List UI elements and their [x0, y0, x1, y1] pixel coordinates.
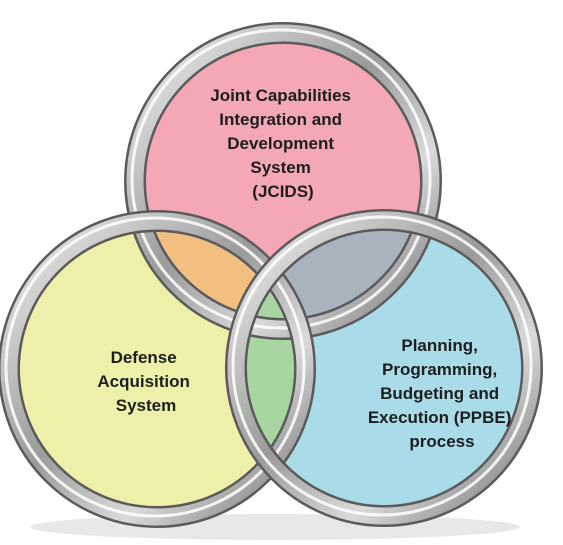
jcids-label: Joint Capabilities Integration and Devel… — [210, 86, 355, 201]
ppbe-ring — [225, 209, 543, 527]
ppbe-label: Planning, Programming, Budgeting and Exe… — [368, 336, 516, 451]
overlap-fills — [135, 220, 431, 516]
overlap-jcids-das — [135, 221, 305, 329]
ppbe-label-line: Budgeting and — [380, 384, 499, 403]
overlap-jcids-ppbe — [236, 220, 431, 329]
jcids-label-line: (JCIDS) — [252, 182, 313, 201]
jcids-label-line: System — [250, 158, 310, 177]
das-label-line: Acquisition — [97, 372, 190, 391]
jcids-label-line: Joint Capabilities — [210, 86, 351, 105]
circle-labels: Joint Capabilities Integration and Devel… — [97, 86, 516, 451]
ppbe-label-line: Programming, — [382, 360, 497, 379]
das-label-line: System — [116, 396, 176, 415]
jcids-ring — [124, 22, 442, 340]
ppbe-label-line: Execution (PPBE) — [368, 408, 512, 427]
das-label: Defense Acquisition System — [97, 348, 194, 415]
jcids-label-line: Development — [227, 134, 334, 153]
ppbe-label-line: process — [409, 432, 474, 451]
ppbe-label-line: Planning, — [401, 336, 478, 355]
jcids-label-line: Integration and — [219, 110, 342, 129]
das-ring — [0, 210, 316, 528]
das-label-line: Defense — [111, 348, 177, 367]
metal-rings — [0, 22, 543, 528]
